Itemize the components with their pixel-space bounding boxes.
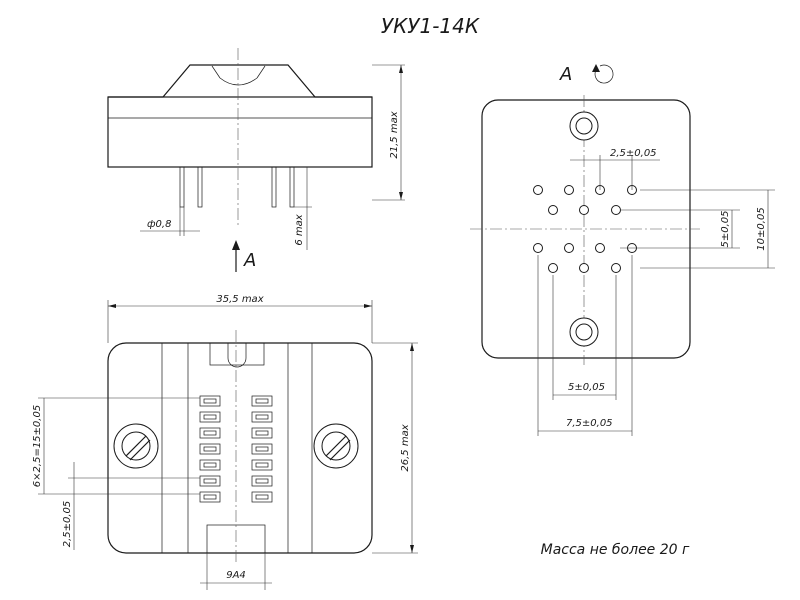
pitch-top-label: 2,5±0,05 bbox=[610, 148, 657, 159]
dim-arrow bbox=[399, 65, 403, 73]
rotation-arrowhead bbox=[592, 64, 600, 72]
span-7-5-label: 7,5±0,05 bbox=[566, 418, 613, 429]
contact bbox=[199, 427, 221, 439]
contact bbox=[251, 411, 273, 423]
dim-arrow bbox=[399, 192, 403, 200]
pin-hole bbox=[579, 263, 589, 273]
contact-slot bbox=[203, 478, 217, 484]
view-arrow-icon bbox=[232, 240, 240, 250]
contact-slot bbox=[255, 462, 269, 468]
side-view-pin bbox=[179, 166, 185, 208]
side-view-bevel-right bbox=[256, 65, 266, 79]
screw-left-slot bbox=[129, 439, 151, 461]
contact-span-label: 6×2,5=15±0,05 bbox=[32, 405, 43, 487]
view-a-label: А bbox=[559, 64, 572, 85]
pin-hole bbox=[579, 205, 589, 215]
dim-arrow bbox=[410, 343, 414, 351]
contact-slot bbox=[203, 462, 217, 468]
contact bbox=[199, 395, 221, 407]
contact-pitch-label: 2,5±0,05 bbox=[62, 501, 73, 548]
contact bbox=[251, 491, 273, 503]
pin-length-label: 6 max bbox=[294, 214, 305, 245]
side-view-body bbox=[107, 96, 373, 168]
pin-hole bbox=[564, 185, 574, 195]
view-arrow-label: А bbox=[243, 250, 256, 271]
key-slot bbox=[227, 343, 247, 368]
width-dim-label: 35,5 max bbox=[216, 294, 263, 305]
screw-right-slot bbox=[329, 439, 351, 461]
contact bbox=[251, 395, 273, 407]
side-view-pin bbox=[289, 166, 295, 208]
contact bbox=[199, 475, 221, 487]
pin-hole bbox=[533, 243, 543, 253]
contact bbox=[199, 443, 221, 455]
top-notch bbox=[209, 342, 265, 366]
side-view: 21,5 max 6 max ф0,8 А bbox=[107, 48, 405, 272]
mount-hole-top-inner bbox=[575, 117, 593, 135]
contact bbox=[251, 427, 273, 439]
contact-slot bbox=[255, 414, 269, 420]
mount-hole-bottom-inner bbox=[575, 323, 593, 341]
screw-right-slot bbox=[325, 435, 347, 457]
row-pitch-label: 5±0,05 bbox=[720, 210, 731, 247]
side-view-dome bbox=[219, 77, 258, 86]
contact-slot bbox=[203, 414, 217, 420]
contact-slot bbox=[203, 430, 217, 436]
contact bbox=[251, 443, 273, 455]
contact-slot bbox=[203, 446, 217, 452]
contact-slot bbox=[255, 494, 269, 500]
dim-arrow bbox=[108, 304, 116, 308]
contact-slot bbox=[255, 430, 269, 436]
contact bbox=[199, 411, 221, 423]
pin-diameter-label: ф0,8 bbox=[147, 219, 171, 230]
pin-hole bbox=[548, 263, 558, 273]
contact-slot bbox=[255, 446, 269, 452]
pin-hole bbox=[611, 205, 621, 215]
side-view-pin bbox=[197, 166, 203, 208]
screw-left-slot bbox=[125, 435, 147, 457]
mass-note: Масса не более 20 г bbox=[541, 542, 690, 558]
height-dim-label: 21,5 max bbox=[389, 111, 400, 158]
pin-hole bbox=[611, 263, 621, 273]
pin-hole bbox=[564, 243, 574, 253]
dim-arrow bbox=[410, 545, 414, 553]
contact bbox=[251, 475, 273, 487]
side-view-cap-outline bbox=[108, 64, 372, 98]
row-span-label: 10±0,05 bbox=[756, 207, 767, 250]
contact-slot bbox=[203, 494, 217, 500]
depth-dim-label: 26,5 max bbox=[400, 424, 411, 471]
drawing-title: УКУ1-14К bbox=[381, 14, 480, 38]
pin-hole bbox=[595, 243, 605, 253]
view-a: А 2,5±0,05 5±0,05 10±0,05 5±0,05 bbox=[470, 64, 775, 436]
pin-hole bbox=[548, 205, 558, 215]
span-5-label: 5±0,05 bbox=[568, 382, 605, 393]
contact bbox=[199, 491, 221, 503]
contact-slot bbox=[255, 398, 269, 404]
contact-rows bbox=[199, 395, 273, 503]
rotation-arrow-icon bbox=[594, 64, 614, 84]
plan-view: 35,5 max 26,5 max 6×2,5=15±0,05 2,5±0,05… bbox=[32, 294, 418, 590]
pad-label: 9А4 bbox=[226, 570, 246, 581]
pin-hole bbox=[533, 185, 543, 195]
contact bbox=[199, 459, 221, 471]
contact-slot bbox=[203, 398, 217, 404]
side-view-bevel-left bbox=[211, 65, 221, 79]
dim-arrow bbox=[364, 304, 372, 308]
contact bbox=[251, 459, 273, 471]
side-view-pin bbox=[271, 166, 277, 208]
contact-slot bbox=[255, 478, 269, 484]
